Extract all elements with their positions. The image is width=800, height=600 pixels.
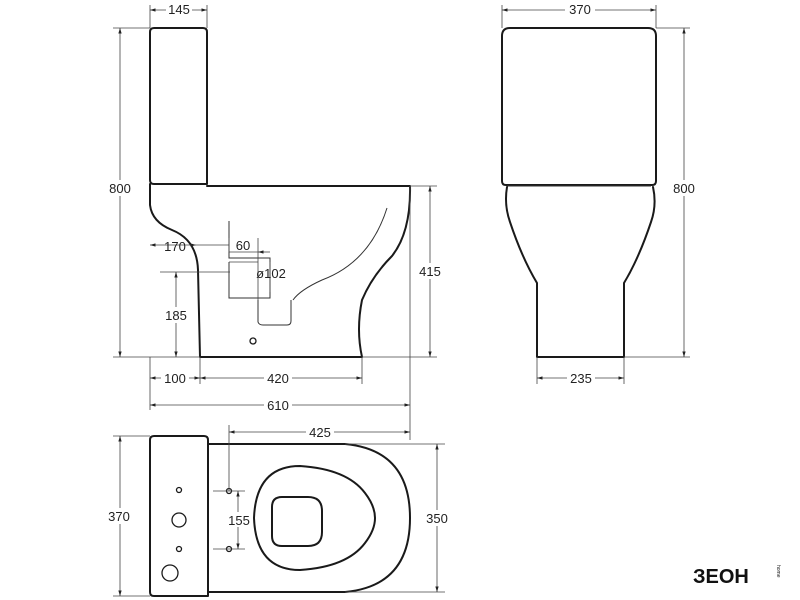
top-drain-opening	[271, 496, 323, 547]
top-tank-outline	[149, 435, 209, 597]
tank-hole-inlet	[161, 564, 179, 582]
side-fixing-hole	[249, 337, 257, 345]
dim-bolt-spacing: 155	[228, 513, 250, 528]
side-outlet-section	[228, 221, 271, 299]
logo-main-text: ЗЕОН	[693, 566, 749, 588]
front-bowl-outline	[505, 186, 656, 358]
brand-logo: ЗЕОН home	[693, 565, 781, 588]
dim-side-tank-width: 145	[168, 2, 190, 17]
side-trapway-curve	[292, 207, 388, 301]
side-view: 145 800 170 60 ø102 185 415	[104, 2, 444, 413]
dim-base-setback: 100	[164, 371, 186, 386]
dim-outlet-diameter: ø102	[256, 266, 286, 281]
dim-bowl-width: 350	[426, 511, 448, 526]
dim-front-height: 800	[673, 181, 695, 196]
top-view: 425 370 155 350	[104, 410, 453, 597]
dim-front-base-width: 235	[570, 371, 592, 386]
front-tank-outline	[501, 27, 657, 186]
dim-top-width: 370	[108, 509, 130, 524]
top-bowl-outline	[207, 443, 411, 593]
front-view: 370 800 235	[501, 2, 699, 386]
tank-hole-flush	[171, 512, 187, 528]
dim-total-depth: 610	[267, 398, 289, 413]
dim-bowl-height: 415	[419, 264, 441, 279]
tank-hole-small-1	[175, 486, 183, 494]
top-seat-opening	[253, 465, 376, 571]
dim-bowl-depth: 425	[309, 425, 331, 440]
tank-hole-small-2	[175, 545, 183, 553]
dim-outlet-offset: 60	[236, 238, 250, 253]
logo-sub-text: home	[775, 565, 781, 578]
dim-side-height: 800	[109, 181, 131, 196]
dim-front-tank-width: 370	[569, 2, 591, 17]
dim-outlet-height: 185	[165, 308, 187, 323]
dim-base-length: 420	[267, 371, 289, 386]
dim-outlet-from-wall: 170	[164, 239, 186, 254]
side-outlet-spigot	[257, 300, 292, 326]
side-tank-outline	[149, 27, 208, 185]
side-bowl-outline	[149, 183, 412, 358]
